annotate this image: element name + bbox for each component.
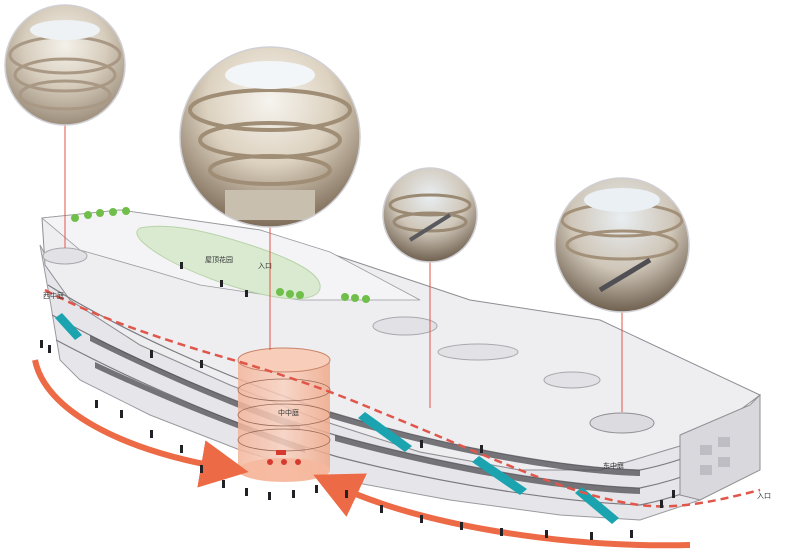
event-icon [267,450,301,465]
east-atrium-opening [589,412,655,434]
roof-garden-area [136,225,321,300]
roof-garden-label: 屋顶花园 [205,255,233,264]
atrium-photo-2-frame [179,46,361,228]
atrium-photo-1-frame [4,4,126,126]
escalator-4 [575,487,619,524]
circulation-route [44,288,761,508]
east-block-windows [700,437,730,475]
east-flow-arrow [313,473,691,549]
people-silhouettes [40,262,675,540]
atrium-photo-3 [383,168,477,262]
atrium-photo-4 [555,178,689,312]
atrium-photo-2 [180,47,360,227]
roof-entrance-label: 入口 [258,262,272,270]
east-atrium-label: 东中庭 [603,461,624,470]
west-flow-arrow [32,359,249,488]
atrium-photo-1 [5,5,125,125]
central-atrium-label: 中中庭 [278,408,299,417]
leader-lines [64,125,623,412]
roof-garden: 屋顶花园 入口 [71,207,370,303]
skylights [42,247,601,389]
entrance-label: 入口 [757,492,771,500]
escalators [55,313,619,524]
escalator-3 [472,456,527,495]
atrium-photo-4-frame [554,177,690,313]
escalator-1 [55,313,82,340]
west-atrium-label: 西中庭 [43,291,64,300]
garden-trees [71,207,370,303]
central-atrium-cylinder: 中中庭 [237,347,331,482]
escalator-2 [358,412,412,452]
atrium-photo-3-frame [382,167,478,263]
